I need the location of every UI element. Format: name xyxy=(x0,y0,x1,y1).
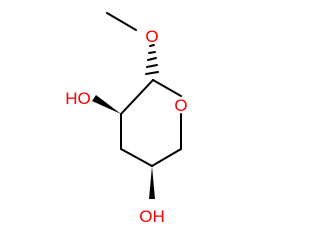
hashed-bond-methoxy xyxy=(145,44,159,81)
hydroxyl-top-label: HO xyxy=(65,89,91,108)
ring-bond-c2-c1 xyxy=(120,79,154,115)
ring-bond-c1-o5 xyxy=(152,79,182,97)
wedge-bond-hydroxyl-top xyxy=(92,95,121,114)
methoxy-oxygen-label: O xyxy=(145,27,158,46)
ring-bond-c4-c3 xyxy=(120,148,153,167)
ring-oxygen-label: O xyxy=(174,96,187,115)
wedge-bond-hydroxyl-bottom xyxy=(149,166,155,199)
molecule-structure: O O HO OH xyxy=(65,12,188,226)
ring-bond-c5-c4 xyxy=(151,148,182,167)
methyl-bond xyxy=(106,12,137,31)
hydroxyl-bottom-label: OH xyxy=(139,207,165,226)
